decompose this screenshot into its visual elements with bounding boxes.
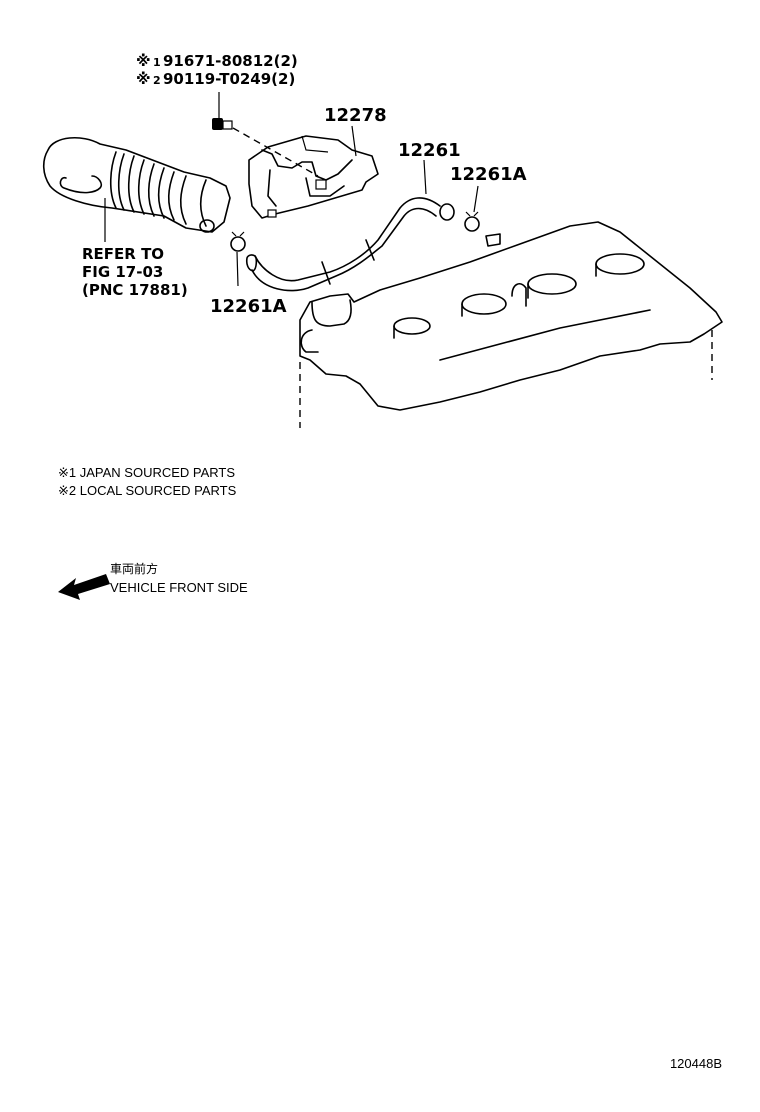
refer-line-2: FIG 17-03 [82,263,163,281]
fastener-notes: ※ 1 91671-80812(2) ※ 2 90119-T0249(2) [136,52,298,88]
note-mark-2: ※ [136,70,151,88]
engine-head-outline [299,221,723,428]
direction-label-en: VEHICLE FRONT SIDE [110,580,248,595]
legend-note-2: ※2 LOCAL SOURCED PARTS [58,483,237,498]
hose-part [245,159,455,292]
bolt-alignment-line [232,127,319,177]
refer-line-1: REFER TO [82,245,164,263]
bracket-part [248,125,379,219]
note-index-2: 2 [153,74,161,87]
fastener-part-1[interactable]: 91671-80812(2) [163,52,298,70]
legend-note-1: ※1 JAPAN SOURCED PARTS [58,465,235,480]
note-index-1: 1 [153,56,161,69]
callout-hose[interactable]: 12261 [398,140,461,161]
clamp-right-part [464,185,480,232]
direction-label-jp: 車両前方 [110,561,158,576]
intake-hose-part [42,137,231,242]
callout-clamp-right[interactable]: 12261A [450,164,527,185]
bolt-icon [212,92,233,130]
note-mark-1: ※ [136,52,151,70]
figure-id: 120448B [670,1056,722,1071]
callout-clamp-left[interactable]: 12261A [210,296,287,317]
refer-line-3: (PNC 17881) [82,281,188,299]
fastener-part-2[interactable]: 90119-T0249(2) [163,70,295,88]
refer-note[interactable]: REFER TO FIG 17-03 (PNC 17881) [82,245,188,299]
callout-bracket[interactable]: 12278 [324,105,387,126]
clamp-left-part [230,231,246,287]
front-direction-arrow-icon [58,574,110,600]
